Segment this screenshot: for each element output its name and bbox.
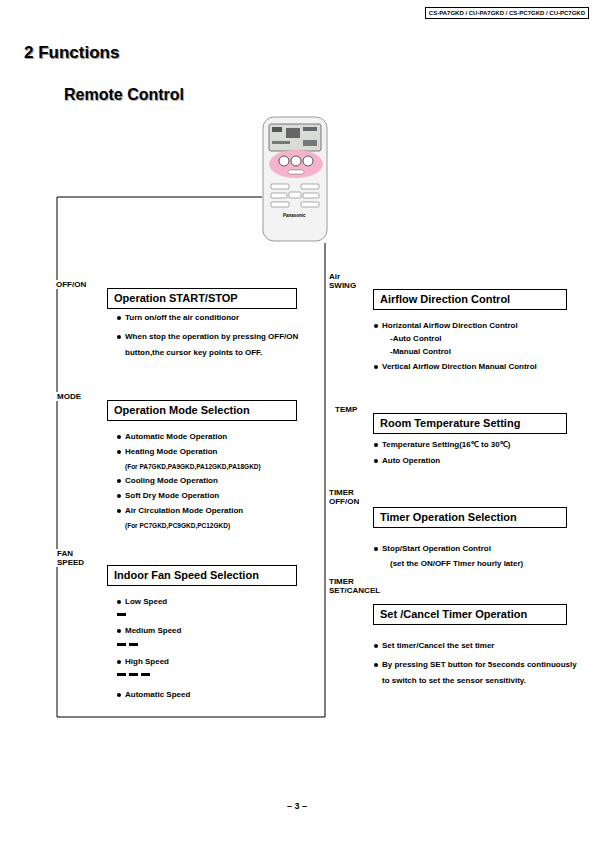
function-item: When stop the operation by pressing OFF/… — [125, 329, 303, 361]
function-box: MODEOperation Mode Selection — [107, 400, 297, 421]
button-name: TIMER OFF/ON — [328, 488, 368, 506]
function-box: TEMPRoom Temperature Setting — [373, 413, 567, 434]
bullet-dot — [117, 450, 121, 454]
box-heading: Operation Mode Selection — [108, 401, 296, 420]
bullet-dot — [374, 324, 378, 328]
function-item: Cooling Mode Operation — [125, 476, 218, 486]
fan-speed-bars — [117, 613, 150, 676]
bullet-dot — [374, 644, 378, 648]
function-item: By pressing SET button for 5seconds cont… — [382, 657, 577, 689]
sub-item: -Manual Control — [390, 347, 451, 357]
function-item: Medium Speed — [125, 626, 181, 636]
model-header: CS-PA7GKD / CU-PA7GKD / CS-PC7GKD / CU-P… — [425, 7, 589, 19]
function-box: Air SWINGAirflow Direction Control — [373, 289, 567, 310]
function-item: Set timer/Cancel the set timer — [382, 641, 494, 651]
function-item: Soft Dry Mode Operation — [125, 491, 219, 501]
bullet-dot — [117, 509, 121, 513]
bullet-dot — [117, 335, 121, 339]
function-item: Automatic Mode Operation — [125, 432, 227, 442]
function-box: OFF/ONOperation START/STOP — [107, 288, 297, 309]
function-item: Auto Operation — [382, 456, 440, 466]
button-name: Air SWING — [328, 272, 362, 290]
function-item: Horizontal Airflow Direction Control — [382, 321, 518, 331]
box-heading: Timer Operation Selection — [374, 508, 566, 527]
function-item: High Speed — [125, 657, 169, 667]
button-name: TEMP — [334, 405, 368, 414]
remote-control-illustration — [263, 117, 327, 241]
bullet-dot — [117, 479, 121, 483]
sub-item: -Auto Control — [390, 334, 442, 344]
function-item: Vertical Airflow Direction Manual Contro… — [382, 362, 537, 372]
function-item: Turn on/off the air conditionor — [125, 313, 239, 323]
function-box: FAN SPEEDIndoor Fan Speed Selection — [107, 565, 297, 586]
function-note: (set the ON/OFF Timer hourly later) — [390, 559, 523, 569]
box-heading: Operation START/STOP — [108, 289, 296, 308]
bullet-dot — [117, 600, 121, 604]
function-item: Stop/Start Operation Control — [382, 544, 491, 554]
function-item: Automatic Speed — [125, 690, 190, 700]
bullet-dot — [117, 660, 121, 664]
brand-name: Panasonic — [283, 213, 306, 219]
box-heading: Room Temperature Setting — [374, 414, 566, 433]
function-item: Heating Mode Operation — [125, 447, 217, 457]
bullet-dot — [374, 663, 378, 667]
model-note: (For PC7GKD,PC9GKD,PC12GKD) — [125, 521, 230, 531]
page-title: 2 Functions — [24, 43, 119, 63]
bullet-dot — [117, 316, 121, 320]
button-name: FAN SPEED — [56, 549, 90, 567]
bullet-dot — [374, 547, 378, 551]
box-heading: Set /Cancel Timer Operation — [374, 605, 566, 624]
bullet-dot — [374, 459, 378, 463]
function-item: Air Circulation Mode Operation — [125, 506, 243, 516]
bullet-dot — [374, 365, 378, 369]
bullet-dot — [117, 693, 121, 697]
model-note: (For PA7GKD,PA9GKD,PA12GKD,PA18GKD) — [125, 462, 261, 472]
bracket-line — [57, 197, 325, 717]
bullet-dot — [117, 494, 121, 498]
box-heading: Indoor Fan Speed Selection — [108, 566, 296, 585]
function-item: Temperature Setting(16℃ to 30℃) — [382, 440, 510, 450]
button-name: OFF/ON — [55, 280, 103, 289]
button-name: MODE — [56, 392, 98, 401]
button-name: TIMER SET/CANCEL — [328, 577, 368, 595]
bullet-dot — [374, 443, 378, 447]
bullet-dot — [117, 435, 121, 439]
function-item: Low Speed — [125, 597, 167, 607]
box-heading: Airflow Direction Control — [374, 290, 566, 309]
bullet-dot — [117, 629, 121, 633]
section-heading: Remote Control — [64, 86, 184, 104]
page-number: – 3 – — [287, 801, 307, 812]
function-box: TIMER SET/CANCELSet /Cancel Timer Operat… — [373, 604, 567, 625]
function-box: TIMER OFF/ONTimer Operation Selection — [373, 507, 567, 528]
